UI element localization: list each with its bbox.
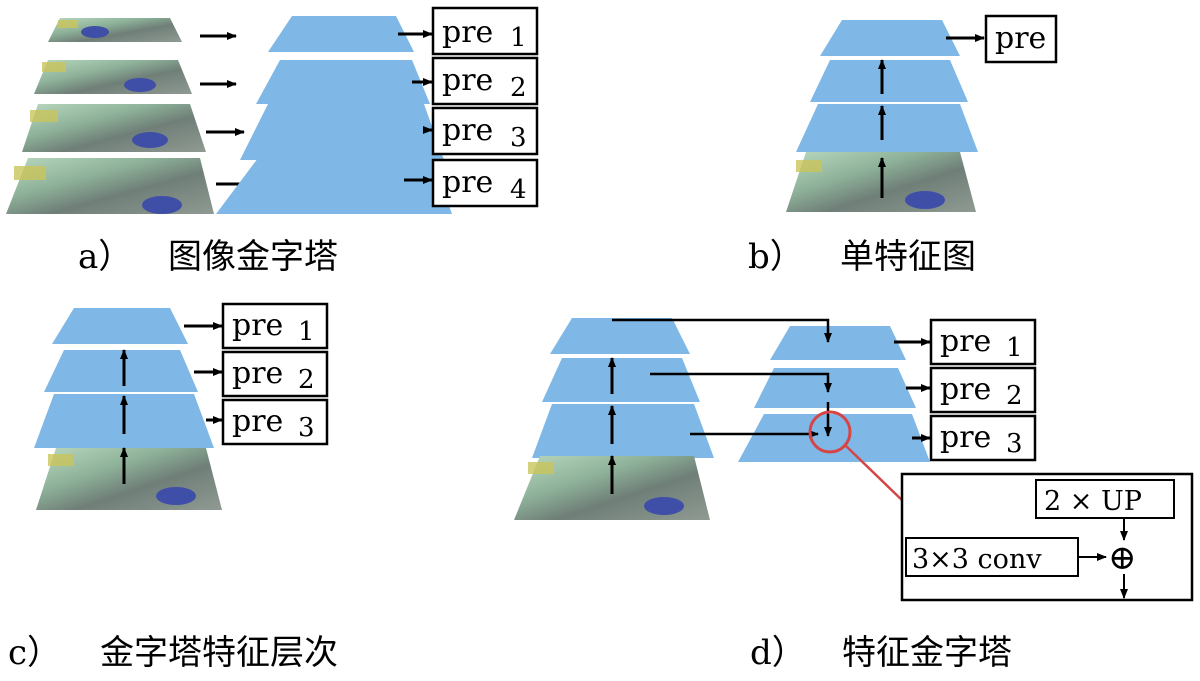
panel-a-pre-box-4 — [431, 158, 539, 208]
panel-a-feature-map-1 — [268, 16, 414, 52]
panel-d-caption: 特征金字塔 — [842, 633, 1012, 673]
merge-symbol: ⊕ — [1108, 538, 1137, 578]
panel-a-image-1 — [48, 18, 182, 42]
panel-c-pre-box-3 — [221, 398, 329, 446]
panel-d-highlight-circle — [808, 410, 852, 454]
panel-c: pre 1 pre 2 pre 3 c） 金字塔特征层次 — [8, 302, 338, 673]
panel-a-image-4 — [6, 158, 214, 214]
panel-c-pre-box-2 — [221, 350, 329, 398]
panel-d-letter: d） — [750, 633, 806, 673]
panel-a-letter: a） — [78, 237, 132, 277]
panel-d-pre-label-3: pre — [940, 420, 991, 455]
panel-b-feature-map-2 — [810, 60, 968, 102]
panel-a-feature-map-3 — [240, 104, 444, 160]
panel-d-topdown-map-1 — [770, 326, 906, 360]
panel-b-pre-box — [984, 14, 1058, 64]
panel-a-pre-label-3: pre — [442, 113, 493, 148]
panel-c-pre-label-3: pre — [232, 404, 283, 439]
panel-d: pre 1 pre 2 pre 3 2 × UP 3×3 conv ⊕ d） 特… — [514, 318, 1194, 673]
panel-b-feature-map-3 — [796, 104, 978, 152]
panel-d-topdown-map-2 — [754, 368, 916, 408]
panel-a-pre-box-3 — [431, 106, 539, 156]
panel-b: pre b） 单特征图 — [748, 14, 1058, 277]
panel-d-pre-index-2: 2 — [1006, 381, 1023, 411]
panel-d-pre-box-1 — [929, 318, 1037, 366]
panel-a-pre-box-1 — [431, 6, 539, 56]
panel-c-letter: c） — [8, 633, 61, 673]
panel-a-pre-label-1: pre — [442, 15, 493, 50]
upsample-box — [1035, 479, 1175, 519]
panel-d-bottomup-map-2 — [542, 358, 700, 402]
panel-d-lateral-2 — [650, 372, 832, 393]
panel-a-pre-index-2: 2 — [510, 73, 527, 103]
panel-d-bottomup-map-3 — [532, 404, 714, 458]
panel-b-pre-label: pre — [995, 21, 1046, 56]
panel-d-pre-index-1: 1 — [1006, 333, 1023, 363]
panel-a-feature-map-4 — [216, 158, 452, 214]
panel-b-letter: b） — [748, 237, 804, 277]
panel-d-pre-label-2: pre — [940, 372, 991, 407]
panel-a-pre-index-3: 3 — [510, 123, 527, 153]
panel-b-feature-map-1 — [820, 20, 960, 56]
panel-a: pre 1 pre 2 pre 3 pre 4 a） 图像金字塔 — [6, 6, 539, 277]
panel-a-pre-label-2: pre — [442, 63, 493, 98]
panel-d-topdown-map-3 — [738, 414, 930, 462]
panel-c-feature-map-2 — [44, 350, 198, 392]
panel-c-pre-label-1: pre — [232, 308, 283, 343]
panel-a-image-2 — [34, 60, 192, 94]
panel-d-detail-inset: 2 × UP 3×3 conv ⊕ — [900, 472, 1194, 602]
panel-c-pre-index-2: 2 — [298, 365, 315, 395]
conv-label: 3×3 conv — [912, 544, 1042, 575]
upsample-label: 2 × UP — [1044, 486, 1142, 517]
panel-c-image — [36, 448, 222, 510]
panel-a-pre-label-4: pre — [442, 165, 493, 200]
panel-d-leader-line — [845, 445, 907, 505]
panel-a-pre-box-2 — [431, 56, 539, 106]
panel-a-caption: 图像金字塔 — [168, 237, 338, 277]
panel-c-feature-map-1 — [52, 308, 188, 344]
panel-b-caption: 单特征图 — [840, 237, 976, 277]
panel-d-pre-label-1: pre — [940, 324, 991, 359]
panel-c-pre-label-2: pre — [232, 356, 283, 391]
panel-a-image-3 — [22, 104, 206, 152]
panel-d-lateral-1 — [612, 318, 832, 343]
panel-d-bottomup-map-1 — [550, 318, 690, 354]
panel-c-pre-box-1 — [221, 302, 329, 350]
panel-a-feature-map-2 — [256, 60, 430, 104]
panel-c-pre-index-1: 1 — [298, 317, 315, 347]
panel-d-pre-box-3 — [929, 414, 1037, 462]
panel-a-pre-index-4: 4 — [510, 175, 527, 205]
panel-a-pre-index-1: 1 — [510, 23, 527, 53]
panel-d-pre-box-2 — [929, 366, 1037, 414]
panel-d-pre-index-3: 3 — [1006, 429, 1023, 459]
panel-c-caption: 金字塔特征层次 — [100, 633, 338, 673]
panel-c-pre-index-3: 3 — [298, 413, 315, 443]
